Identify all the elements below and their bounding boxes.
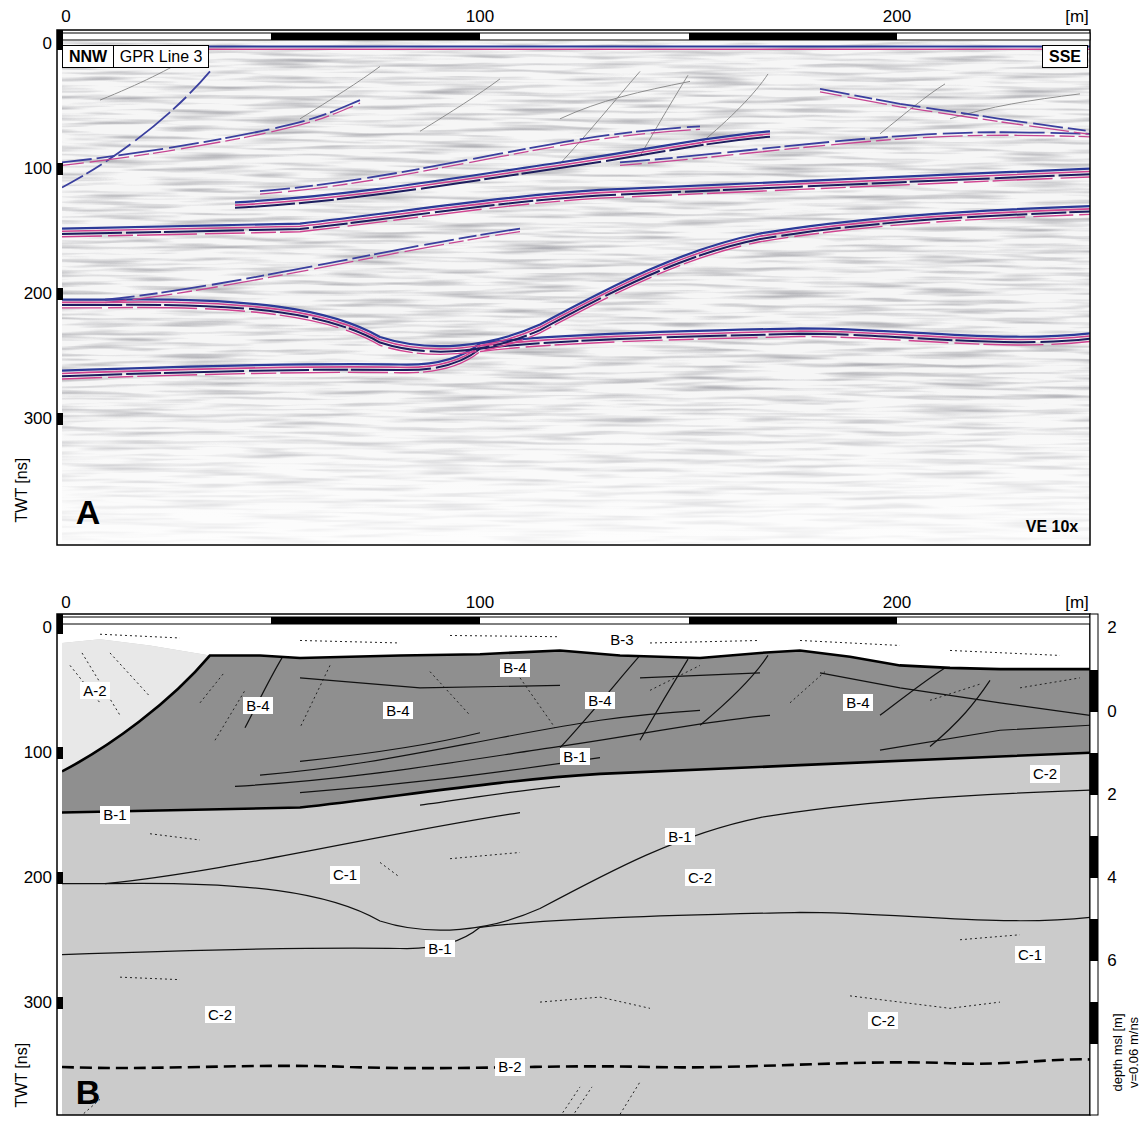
header-text: NNW xyxy=(69,48,107,65)
velocity-note: v=0.06 m/ns xyxy=(1128,1016,1143,1087)
header-text: GPR Line 3 xyxy=(120,48,203,65)
scale-label: 100 xyxy=(466,593,494,613)
axis-tick-label: 0 xyxy=(43,618,52,638)
depth-tick-label: 0 xyxy=(1107,702,1116,722)
unit-label: C-2 xyxy=(685,869,715,886)
depth-tick-label: 4 xyxy=(1107,868,1116,888)
unit-label: C-2 xyxy=(205,1006,235,1023)
axis-tick-label: 300 xyxy=(24,409,52,429)
unit-label: B-4 xyxy=(500,659,529,676)
scale-label: 200 xyxy=(883,7,911,27)
unit-label: B-1 xyxy=(560,748,589,765)
scale-unit: [m] xyxy=(1065,593,1089,613)
interpretation xyxy=(57,614,1098,1117)
header-box: GPR Line 3 xyxy=(113,45,210,68)
unit-label: C-1 xyxy=(330,866,360,883)
unit-label: C-1 xyxy=(1015,946,1045,963)
unit-label: B-4 xyxy=(843,694,872,711)
exaggeration-note: VE 10x xyxy=(1026,518,1078,536)
axis-tick-label: 0 xyxy=(43,34,52,54)
unit-label: B-4 xyxy=(243,697,272,714)
axis-title: TWT [ns] xyxy=(13,458,31,523)
unit-label: B-1 xyxy=(665,828,694,845)
unit-label: A-2 xyxy=(80,682,109,699)
scale-label: 100 xyxy=(466,7,494,27)
radargram xyxy=(57,30,1090,545)
scale-unit: [m] xyxy=(1065,7,1089,27)
unit-label: C-2 xyxy=(1030,765,1060,782)
unit-label: B-1 xyxy=(425,940,454,957)
unit-label: B-4 xyxy=(585,692,614,709)
axis-title: TWT [ns] xyxy=(13,1043,31,1108)
scale-label: 0 xyxy=(61,593,70,613)
depth-tick-label: 6 xyxy=(1107,951,1116,971)
header-box: NNW xyxy=(62,45,114,68)
unit-label: B-2 xyxy=(495,1058,524,1075)
axis-title: depth msl [m] xyxy=(1111,1013,1126,1091)
panel-letter: A xyxy=(76,493,101,532)
header-box: SSE xyxy=(1042,45,1088,68)
depth-tick-label: 2 xyxy=(1107,785,1116,805)
scale-label: 0 xyxy=(61,7,70,27)
unit-label: B-4 xyxy=(383,702,412,719)
axis-tick-label: 100 xyxy=(24,159,52,179)
panel-letter: B xyxy=(76,1073,101,1112)
unit-label: B-1 xyxy=(100,806,129,823)
axis-tick-label: 100 xyxy=(24,743,52,763)
unit-label: B-3 xyxy=(607,631,636,648)
axis-tick-label: 200 xyxy=(24,868,52,888)
depth-tick-label: 2 xyxy=(1107,618,1116,638)
header-text: SSE xyxy=(1049,48,1081,65)
axis-tick-label: 300 xyxy=(24,993,52,1013)
scale-label: 200 xyxy=(883,593,911,613)
axis-tick-label: 200 xyxy=(24,284,52,304)
unit-label: C-2 xyxy=(868,1012,898,1029)
